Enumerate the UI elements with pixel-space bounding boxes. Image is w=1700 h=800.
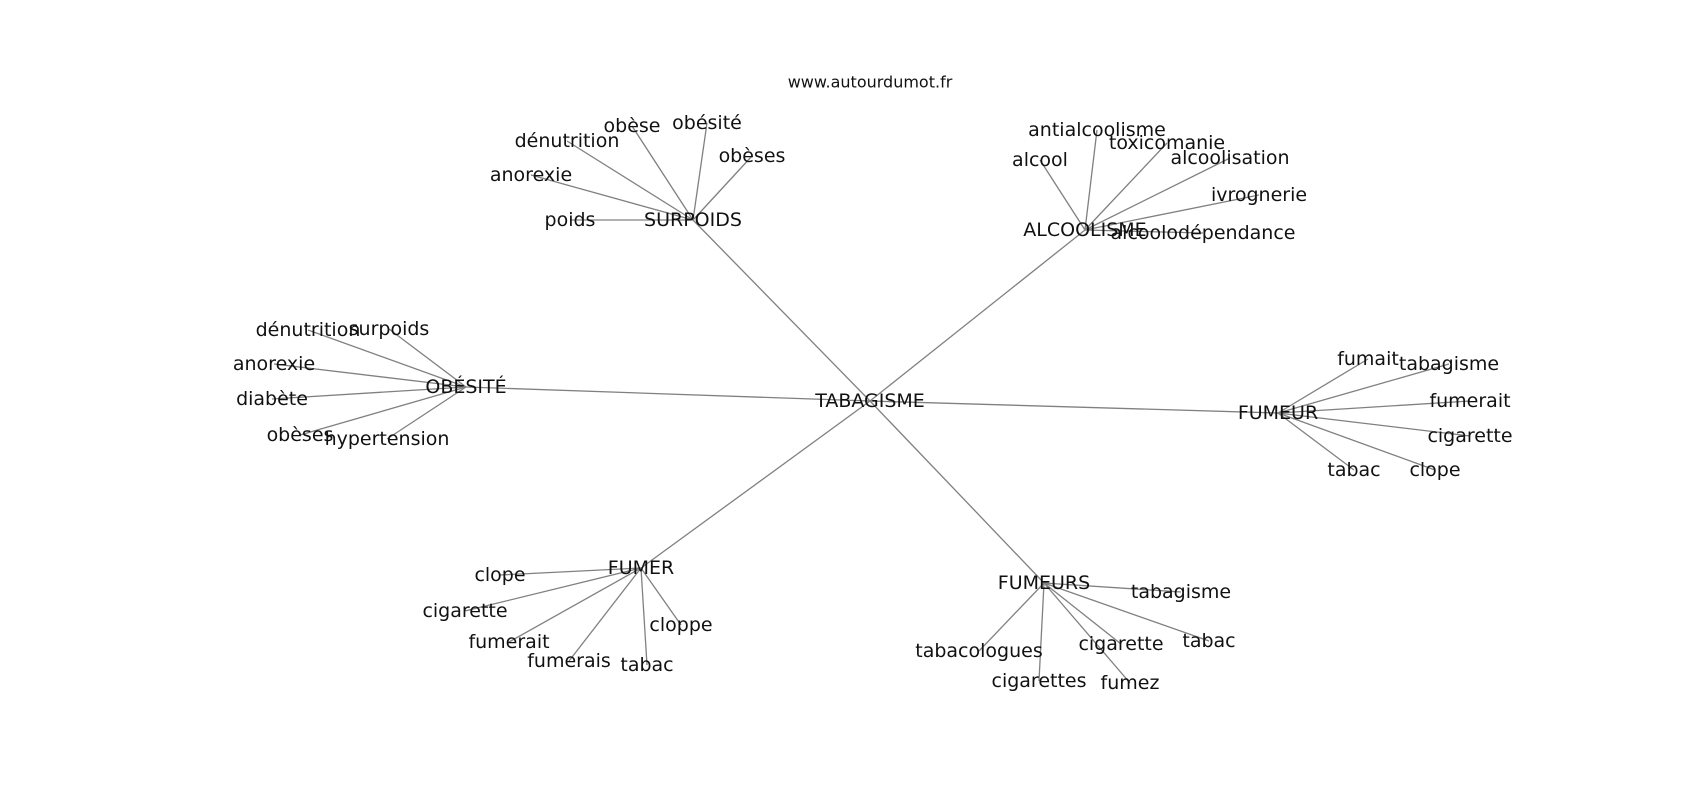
hub-node-fumer: FUMER [608, 557, 674, 579]
edge-obesite-to-diabète [271, 386, 467, 400]
edge-fumer-to-fumerais [568, 567, 642, 662]
edge-obesite-to-anorexie [273, 363, 467, 388]
edge-center-to-obesite [465, 386, 871, 402]
edge-fumeurs-to-tabagisme [1043, 582, 1182, 593]
leaf-node-fumeur-1: tabagisme [1399, 353, 1499, 375]
edge-fumeur-to-tabac [1277, 412, 1355, 471]
leaf-node-fumer-2: fumerait [468, 631, 549, 653]
leaf-node-fumer-0: clope [474, 564, 525, 586]
edge-obesite-to-hypertension [386, 386, 467, 440]
leaf-node-alcoolisme-5: alcoolodépendance [1111, 222, 1296, 244]
center-node-tabagisme: TABAGISME [814, 390, 925, 412]
leaf-node-fumeurs-0: tabagisme [1131, 581, 1231, 603]
hub-node-surpoids: SURPOIDS [644, 209, 742, 231]
leaf-node-fumeur-5: tabac [1327, 459, 1380, 481]
leaf-node-alcoolisme-0: alcool [1012, 149, 1068, 171]
leaf-node-fumer-1: cigarette [422, 600, 507, 622]
leaf-node-surpoids-2: dénutrition [515, 130, 620, 152]
edge-fumer-to-clope [499, 567, 642, 576]
edge-surpoids-to-obésité [692, 122, 708, 221]
leaf-node-fumeurs-1: tabac [1182, 630, 1235, 652]
edges-layer [271, 122, 1471, 684]
leaf-node-obesite-3: diabète [236, 388, 308, 410]
leaf-node-fumer-3: fumerais [527, 650, 611, 672]
edge-alcoolisme-to-toxicomanie [1084, 142, 1168, 231]
hub-node-fumeur: FUMEUR [1238, 402, 1318, 424]
leaf-node-alcoolisme-1: antialcoolisme [1028, 119, 1166, 141]
edge-fumeurs-to-tabac [1043, 582, 1210, 642]
leaf-node-surpoids-4: obésité [672, 112, 742, 134]
leaf-node-fumeurs-3: fumez [1101, 672, 1160, 694]
edge-center-to-fumeur [869, 400, 1279, 414]
edge-alcoolisme-to-antialcoolisme [1084, 129, 1098, 231]
leaf-node-obesite-1: surpoids [349, 318, 430, 340]
leaf-node-surpoids-5: obèses [719, 145, 786, 167]
leaf-node-surpoids-0: poids [545, 209, 596, 231]
hub-node-fumeurs: FUMEURS [998, 572, 1090, 594]
leaf-node-fumer-5: cloppe [649, 614, 712, 636]
leaf-node-fumeurs-4: cigarettes [992, 670, 1087, 692]
edge-fumeur-to-clope [1277, 412, 1436, 471]
edge-center-to-fumeurs [869, 400, 1045, 584]
leaf-node-surpoids-3: obèse [604, 115, 661, 137]
edge-obesite-to-obèses [299, 386, 467, 436]
edge-surpoids-to-dénutrition [566, 140, 694, 221]
edge-fumeurs-to-cigarettes [1038, 582, 1045, 682]
edge-alcoolisme-to-alcool [1039, 159, 1086, 231]
edge-fumeur-to-fumait [1277, 358, 1369, 414]
edge-fumer-to-cloppe [640, 567, 682, 626]
edge-surpoids-to-anorexie [530, 174, 694, 221]
leaf-node-fumeurs-5: tabacologues [915, 640, 1042, 662]
source-watermark: www.autourdumot.fr [788, 73, 953, 92]
leaf-node-alcoolisme-2: toxicomanie [1109, 132, 1225, 154]
edge-center-to-fumer [640, 400, 871, 569]
edge-fumer-to-cigarette [464, 567, 642, 612]
edge-fumeur-to-cigarette [1277, 412, 1471, 437]
leaf-node-fumeurs-2: cigarette [1078, 633, 1163, 655]
edge-fumer-to-fumerait [508, 567, 642, 643]
hub-node-obesite: OBÉSITÉ [425, 375, 506, 398]
labels-layer: TABAGISME SURPOIDS poids anorexie dénutritio… [233, 112, 1513, 694]
leaf-node-fumeur-3: cigarette [1427, 425, 1512, 447]
leaf-node-obesite-2: anorexie [233, 353, 315, 375]
edge-obesite-to-surpoids [388, 328, 467, 388]
edge-center-to-surpoids [692, 219, 871, 402]
leaf-node-fumeur-0: fumait [1337, 348, 1399, 370]
leaf-node-obesite-5: hypertension [325, 428, 450, 450]
leaf-node-obesite-0: dénutrition [256, 319, 361, 341]
edge-fumer-to-tabac [640, 567, 648, 666]
leaf-node-surpoids-1: anorexie [490, 164, 572, 186]
edge-alcoolisme-to-alcoolodépendance [1084, 229, 1204, 234]
edge-fumeur-to-fumerait [1277, 400, 1471, 414]
hub-node-alcoolisme: ALCOOLISME [1023, 219, 1146, 241]
leaf-node-obesite-4: obèses [267, 424, 334, 446]
edge-fumeurs-to-cigarette [1043, 582, 1122, 645]
leaf-node-fumeur-2: fumerait [1429, 390, 1510, 412]
edge-alcoolisme-to-alcoolisation [1084, 157, 1231, 231]
edge-obesite-to-dénutrition [307, 329, 467, 388]
leaf-node-alcoolisme-3: alcoolisation [1170, 147, 1289, 169]
edge-fumeurs-to-fumez [1043, 582, 1131, 684]
leaf-node-fumer-4: tabac [620, 654, 673, 676]
edge-surpoids-to-obèse [631, 125, 694, 221]
edge-alcoolisme-to-ivrognerie [1084, 194, 1260, 231]
leaf-node-alcoolisme-4: ivrognerie [1211, 184, 1307, 206]
edge-fumeurs-to-tabacologues [978, 582, 1045, 652]
edge-surpoids-to-obèses [692, 155, 753, 221]
edge-fumeur-to-tabagisme [1277, 363, 1450, 414]
edge-center-to-alcoolisme [869, 229, 1086, 402]
leaf-node-fumeur-4: clope [1409, 459, 1460, 481]
